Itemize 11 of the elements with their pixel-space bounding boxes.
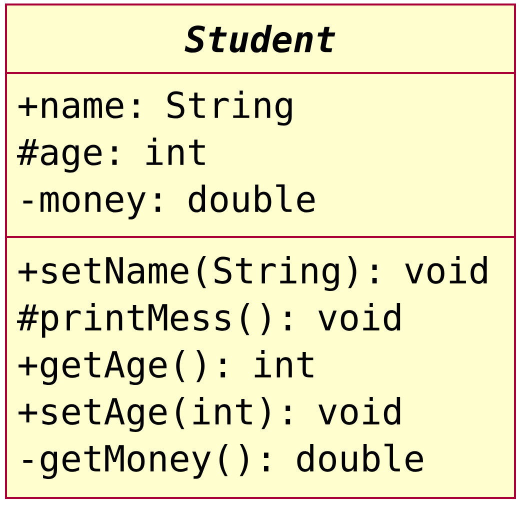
attribute: +name: String [18, 90, 292, 126]
method: -getMoney(): double [23, 444, 423, 480]
methods-compartment [5, 236, 516, 499]
name-compartment [5, 4, 516, 74]
method: +setAge(int): void [18, 396, 400, 432]
attribute: -money: double [23, 184, 315, 220]
method: +getAge(): int [18, 350, 314, 386]
method: #printMess(): void [17, 302, 400, 338]
attribute: #age: int [17, 138, 205, 173]
method: +setName(String): void [18, 256, 487, 292]
class-name: Student [184, 24, 336, 53]
